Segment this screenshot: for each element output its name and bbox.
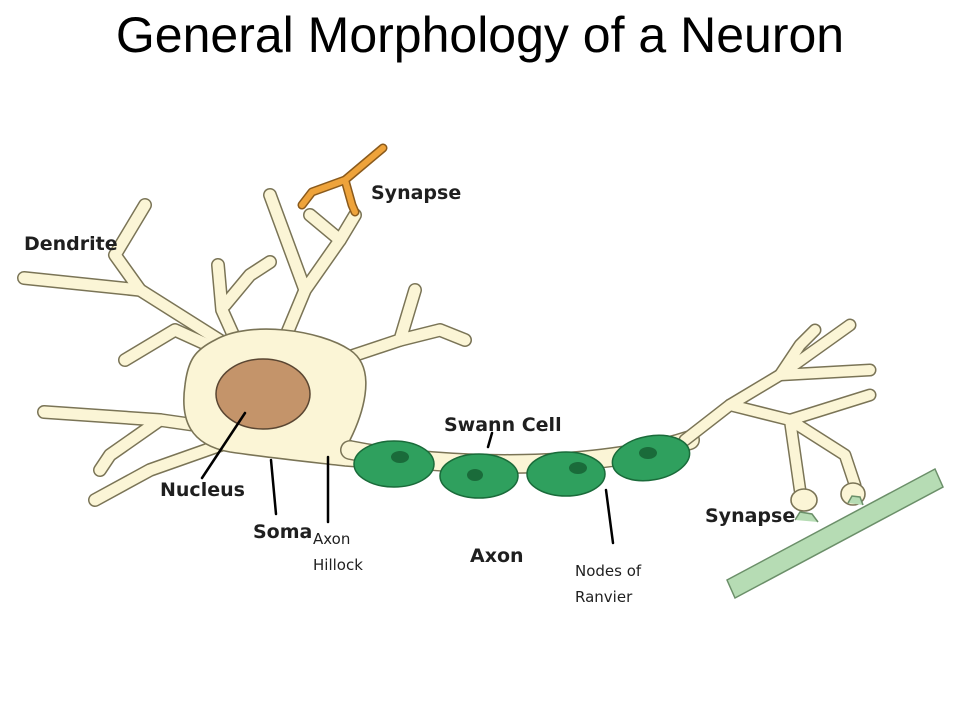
synapse-bottom-label: Synapse: [705, 505, 795, 527]
schwann-cell: [353, 440, 435, 488]
postsynaptic-bump: [847, 495, 864, 506]
target-cell: [726, 467, 944, 600]
axon-label: Axon: [470, 545, 524, 567]
synapse-top-label: Synapse: [371, 182, 461, 204]
leader-lines: [200, 411, 615, 545]
postsynaptic-bump: [794, 511, 819, 523]
schwann-cell-nucleus: [569, 462, 587, 474]
nucleus-leader-line: [200, 411, 247, 480]
schwann-cell-nucleus: [391, 451, 409, 463]
nucleus: [215, 358, 311, 430]
nodes-of-ranvier-leader-line: [604, 488, 615, 545]
schwann-cell-nucleus: [639, 447, 657, 459]
terminal-bouton: [790, 488, 818, 512]
soma-leader-line: [269, 458, 278, 516]
nodes-of-ranvier-label-line2: Ranvier: [575, 588, 633, 606]
nucleus-label: Nucleus: [160, 479, 245, 501]
diagram-title: General Morphology of a Neuron: [115, 7, 845, 63]
presynaptic-terminal: [297, 143, 388, 217]
soma-label: Soma: [253, 521, 312, 543]
axon-hillock-label-line1: Axon: [313, 530, 350, 548]
myelin-sheath: [353, 434, 691, 499]
nodes-of-ranvier-label-line1: Nodes of: [575, 562, 642, 580]
dendrite-label: Dendrite: [24, 233, 118, 255]
axon-hillock-label-line2: Hillock: [313, 556, 363, 574]
schwann-cell-nucleus: [467, 469, 483, 481]
axon-terminals: [678, 318, 877, 497]
swann-cell-leader-line: [486, 431, 494, 449]
swann-cell-label: Swann Cell: [444, 414, 562, 436]
schwann-cell: [526, 451, 606, 497]
